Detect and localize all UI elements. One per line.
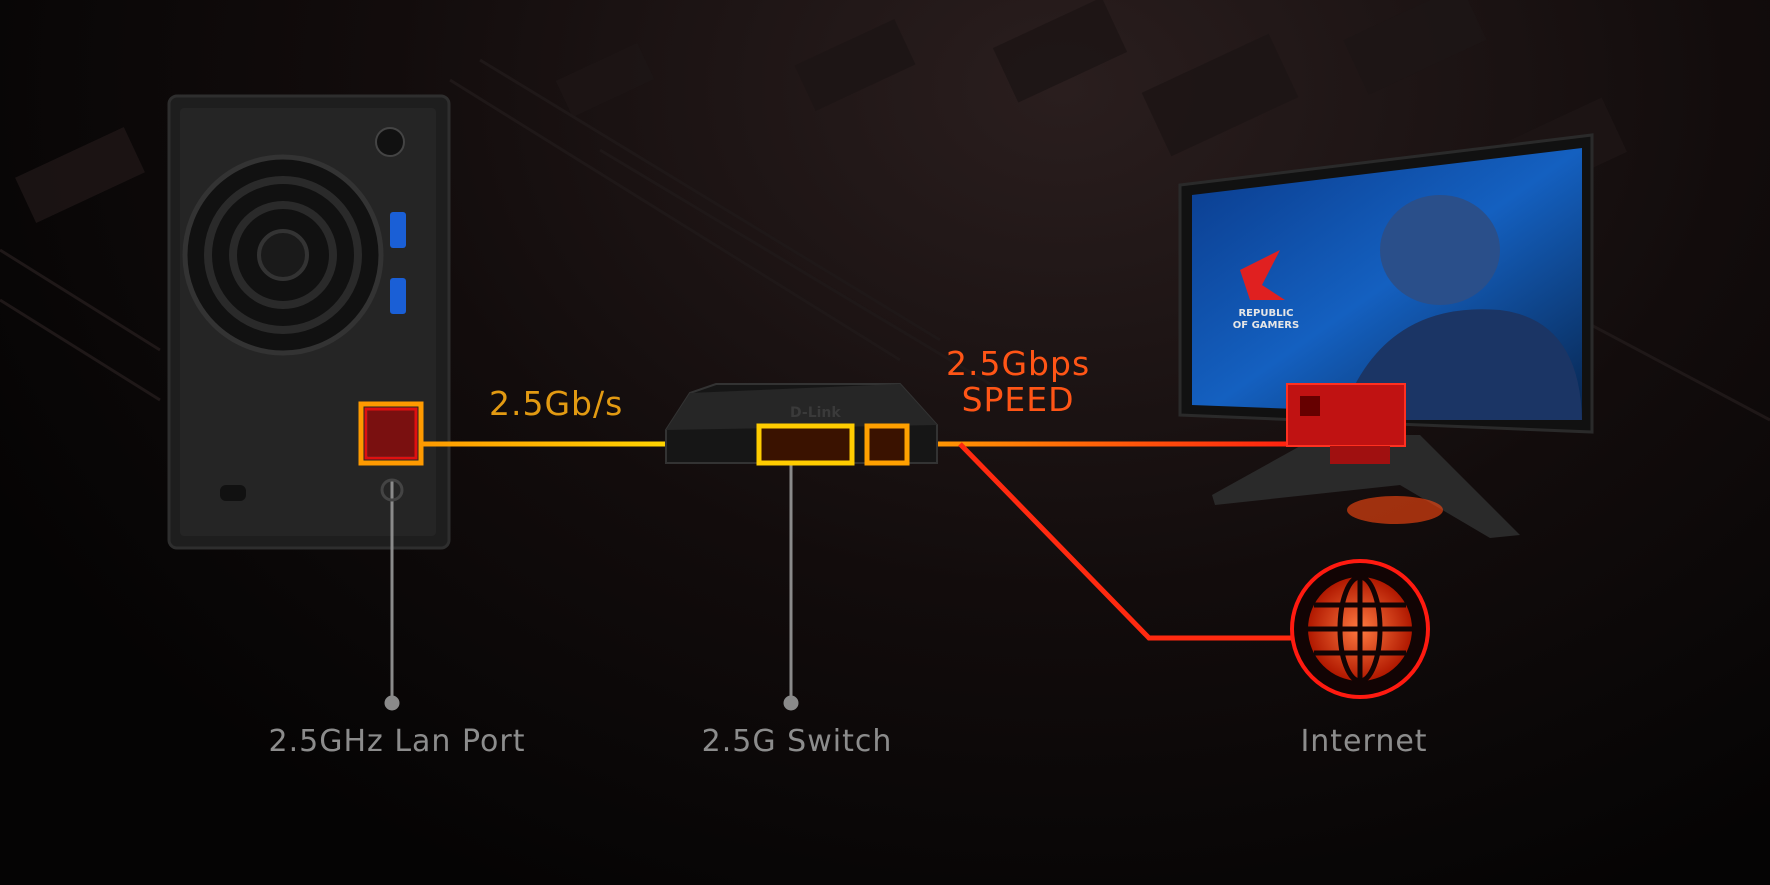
switch-device: D-Link: [665, 383, 938, 466]
usb-port-icon: [390, 212, 406, 248]
rog-logo-icon: [1240, 250, 1285, 300]
monitor-device: [1178, 133, 1594, 538]
label-pointers: [380, 463, 799, 711]
internet-globe-icon: [1290, 559, 1430, 699]
internet-label: Internet: [1300, 724, 1428, 759]
lan-port-label: 2.5GHz Lan Port: [268, 724, 526, 759]
lan-port-highlight: [358, 401, 424, 466]
monitor-screen-brand-text: REPUBLIC OF GAMERS: [1232, 308, 1300, 331]
fan-icon: [182, 154, 384, 356]
switch-uplink-highlight: [864, 423, 910, 466]
pc-speed-caption: SPEED: [961, 380, 1075, 419]
switch-brand-logo: D-Link: [790, 405, 841, 421]
pc-speed-value: 2.5Gbps: [946, 344, 1091, 383]
switch-ports-highlight: [756, 423, 855, 466]
lan-port-icon: [368, 410, 416, 456]
pc-speed-label: 2.5Gbps SPEED: [946, 346, 1090, 418]
nas-device: [167, 94, 451, 550]
network-link-internet: [958, 442, 1293, 641]
switch-label: 2.5G Switch: [701, 724, 893, 759]
network-card-icon: [1286, 383, 1406, 464]
power-button-icon: [375, 127, 405, 157]
link-speed-label: 2.5Gb/s: [489, 384, 624, 423]
usb-port-icon: [390, 278, 406, 314]
